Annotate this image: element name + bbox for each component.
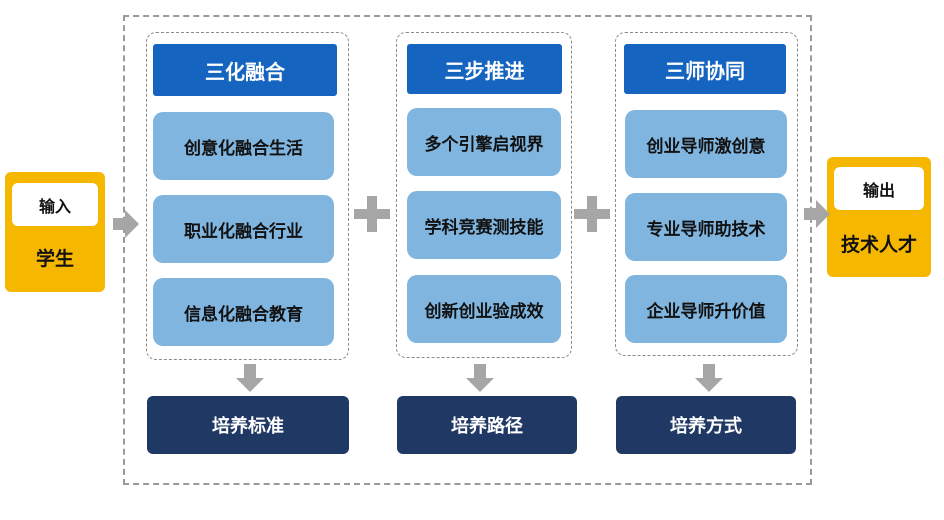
list-item: 专业导师助技术 [625,193,787,261]
plus-icon [574,196,610,232]
result-box: 培养标准 [147,396,349,454]
output-tag: 输出 [834,167,924,210]
arrow-right-icon [804,200,830,228]
list-item: 创业导师激创意 [625,110,787,178]
list-item: 职业化融合行业 [153,195,334,263]
column-title: 三化融合 [153,44,337,96]
column-title: 三师协同 [624,44,786,94]
list-item: 学科竞赛测技能 [407,191,561,259]
list-item: 企业导师升价值 [625,275,787,343]
list-item: 创新创业验成效 [407,275,561,343]
result-box: 培养方式 [616,396,796,454]
process-frame [123,15,812,485]
arrow-down-icon [466,364,494,392]
output-label: 技术人才 [840,233,917,256]
input-tag: 输入 [12,183,98,226]
plus-icon [354,196,390,232]
list-item: 创意化融合生活 [153,112,334,180]
column-panel [396,32,572,358]
arrow-down-icon [695,364,723,392]
arrow-right-icon [113,210,139,238]
column-panel [146,32,349,360]
column-panel [615,32,798,356]
column-title: 三步推进 [407,44,562,94]
input-label: 学生 [35,247,74,270]
result-box: 培养路径 [397,396,577,454]
list-item: 多个引擎启视界 [407,108,561,176]
arrow-down-icon [236,364,264,392]
list-item: 信息化融合教育 [153,278,334,346]
